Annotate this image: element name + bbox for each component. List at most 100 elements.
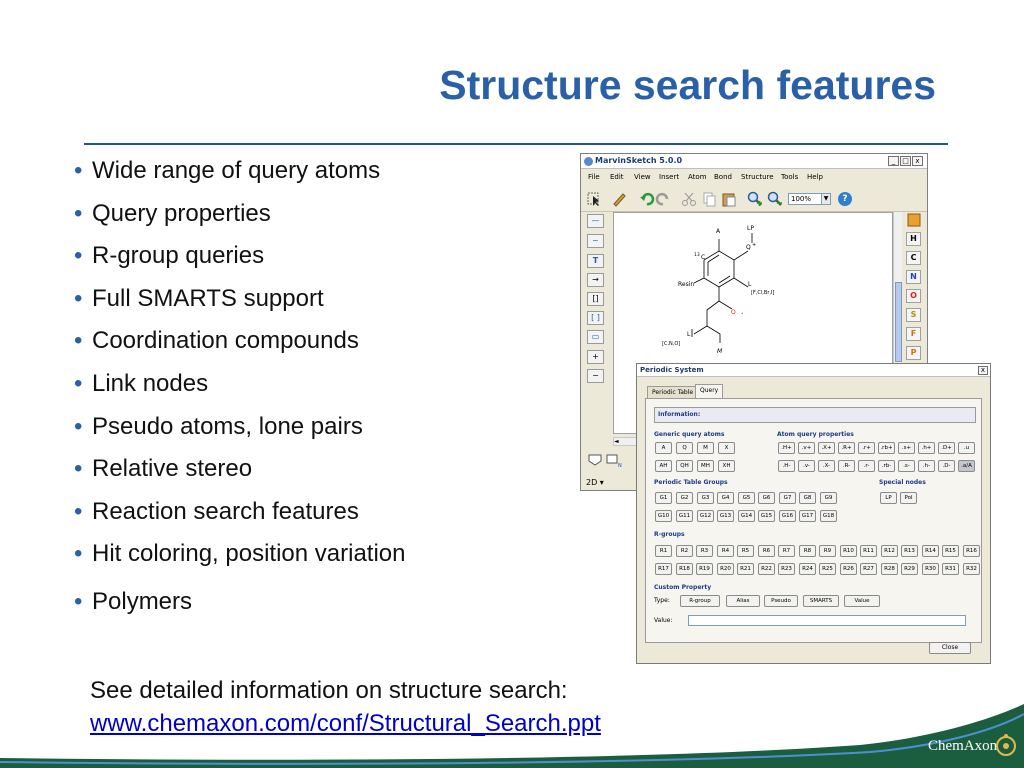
element-o-button[interactable]: O bbox=[906, 289, 921, 303]
group-button[interactable]: G9 bbox=[820, 492, 837, 504]
rectangle-tool[interactable]: ▭ bbox=[587, 330, 604, 344]
r-group-button[interactable]: R24 bbox=[799, 563, 816, 575]
reaction-arrow-tool[interactable]: → bbox=[587, 273, 604, 287]
atom-query-prop-button[interactable]: .H- bbox=[778, 460, 795, 472]
r-group-button[interactable]: R21 bbox=[737, 563, 754, 575]
element-h-button[interactable]: H bbox=[906, 232, 921, 246]
atom-query-prop-button[interactable]: .rb+ bbox=[878, 442, 895, 454]
element-s-button[interactable]: S bbox=[906, 308, 921, 322]
r-group-button[interactable]: R7 bbox=[778, 545, 795, 557]
type-alias-button[interactable]: Alias bbox=[726, 595, 760, 607]
tab-query[interactable]: Query bbox=[695, 384, 724, 399]
r-group-button[interactable]: R29 bbox=[901, 563, 918, 575]
r-group-button[interactable]: R8 bbox=[799, 545, 816, 557]
group-button[interactable]: G1 bbox=[655, 492, 672, 504]
atom-query-prop-button[interactable]: .D+ bbox=[938, 442, 955, 454]
zoom-out-icon[interactable] bbox=[767, 191, 783, 207]
r-group-button[interactable]: R20 bbox=[717, 563, 734, 575]
structural-search-link[interactable]: www.chemaxon.com/conf/Structural_Search.… bbox=[90, 710, 601, 737]
atom-query-prop-button[interactable]: .h+ bbox=[918, 442, 935, 454]
atom-query-prop-button[interactable]: .R- bbox=[838, 460, 855, 472]
group-button[interactable]: G12 bbox=[697, 510, 714, 522]
query-atom-mh-button[interactable]: MH bbox=[697, 460, 714, 472]
r-group-button[interactable]: R19 bbox=[696, 563, 713, 575]
vertical-scrollbar[interactable] bbox=[893, 212, 902, 434]
menu-file[interactable]: File bbox=[588, 173, 600, 181]
atom-query-prop-button[interactable]: .X- bbox=[818, 460, 835, 472]
zoom-dropdown-arrow[interactable]: ▼ bbox=[821, 193, 831, 205]
template-shapes-icon[interactable]: N bbox=[587, 452, 637, 468]
atom-query-prop-button[interactable]: .D- bbox=[938, 460, 955, 472]
r-group-button[interactable]: R28 bbox=[881, 563, 898, 575]
type-pseudo-button[interactable]: Pseudo bbox=[764, 595, 798, 607]
element-p-button[interactable]: P bbox=[906, 346, 921, 360]
r-group-button[interactable]: R13 bbox=[901, 545, 918, 557]
menu-view[interactable]: View bbox=[634, 173, 651, 181]
type-r-group-button[interactable]: R-group bbox=[680, 595, 720, 607]
periodic-table-icon[interactable] bbox=[906, 212, 922, 228]
copy-icon[interactable] bbox=[701, 191, 717, 207]
group-button[interactable]: G4 bbox=[717, 492, 734, 504]
atom-query-prop-button-selected[interactable]: .a/A bbox=[958, 460, 975, 472]
atom-query-prop-button[interactable]: .v+ bbox=[798, 442, 815, 454]
element-f-button[interactable]: F bbox=[906, 327, 921, 341]
atom-query-prop-button[interactable]: .H+ bbox=[778, 442, 795, 454]
group-button[interactable]: G14 bbox=[738, 510, 755, 522]
r-group-button[interactable]: R4 bbox=[717, 545, 734, 557]
r-group-button[interactable]: R25 bbox=[819, 563, 836, 575]
r-group-button[interactable]: R27 bbox=[860, 563, 877, 575]
type-value-button[interactable]: Value bbox=[844, 595, 880, 607]
r-group-button[interactable]: R17 bbox=[655, 563, 672, 575]
atom-query-prop-button[interactable]: .R+ bbox=[838, 442, 855, 454]
query-atom-m-button[interactable]: M bbox=[697, 442, 714, 454]
maximize-button[interactable]: □ bbox=[900, 156, 911, 166]
type-smarts-button[interactable]: SMARTS bbox=[803, 595, 839, 607]
element-c-button[interactable]: C bbox=[906, 251, 921, 265]
atom-query-prop-button[interactable]: .v- bbox=[798, 460, 815, 472]
value-input[interactable] bbox=[688, 615, 966, 626]
r-group-button[interactable]: R16 bbox=[963, 545, 980, 557]
group-button[interactable]: G13 bbox=[717, 510, 734, 522]
r-group-button[interactable]: R14 bbox=[922, 545, 939, 557]
zoom-field[interactable]: 100% bbox=[788, 193, 822, 205]
query-atom-q-button[interactable]: Q bbox=[676, 442, 693, 454]
close-window-button[interactable]: x bbox=[912, 156, 923, 166]
atom-query-prop-button[interactable]: .X+ bbox=[818, 442, 835, 454]
menu-atom[interactable]: Atom bbox=[688, 173, 707, 181]
atom-query-prop-button[interactable]: .r- bbox=[858, 460, 875, 472]
r-group-button[interactable]: R1 bbox=[655, 545, 672, 557]
paste-icon[interactable] bbox=[721, 191, 737, 207]
menu-help[interactable]: Help bbox=[807, 173, 823, 181]
r-group-button[interactable]: R22 bbox=[758, 563, 775, 575]
menu-edit[interactable]: Edit bbox=[610, 173, 624, 181]
atom-query-prop-button[interactable]: .s- bbox=[898, 460, 915, 472]
group-button[interactable]: G17 bbox=[799, 510, 816, 522]
r-group-button[interactable]: R26 bbox=[840, 563, 857, 575]
r-group-button[interactable]: R5 bbox=[737, 545, 754, 557]
group-button[interactable]: G10 bbox=[655, 510, 672, 522]
sgroup-bracket-tool[interactable]: [] bbox=[587, 292, 604, 306]
chain-tool[interactable]: ~ bbox=[587, 234, 604, 248]
minimize-button[interactable]: _ bbox=[888, 156, 899, 166]
atom-query-prop-button[interactable]: .r+ bbox=[858, 442, 875, 454]
r-group-button[interactable]: R11 bbox=[860, 545, 877, 557]
undo-icon[interactable] bbox=[639, 191, 655, 207]
query-atom-a-button[interactable]: A bbox=[655, 442, 672, 454]
group-button[interactable]: G3 bbox=[697, 492, 714, 504]
group-button[interactable]: G6 bbox=[758, 492, 775, 504]
group-button[interactable]: G8 bbox=[799, 492, 816, 504]
charge-minus-tool[interactable]: − bbox=[587, 369, 604, 383]
atom-query-prop-button[interactable]: .s+ bbox=[898, 442, 915, 454]
dialog-close-icon[interactable]: x bbox=[978, 366, 988, 375]
menu-bond[interactable]: Bond bbox=[714, 173, 732, 181]
close-button[interactable]: Close bbox=[929, 642, 971, 654]
menu-structure[interactable]: Structure bbox=[741, 173, 774, 181]
query-atom-xh-button[interactable]: XH bbox=[718, 460, 735, 472]
zoom-in-icon[interactable] bbox=[747, 191, 763, 207]
special-node-lp-button[interactable]: LP bbox=[880, 492, 897, 504]
r-group-button[interactable]: R30 bbox=[922, 563, 939, 575]
r-group-button[interactable]: R31 bbox=[942, 563, 959, 575]
query-atom-qh-button[interactable]: QH bbox=[676, 460, 693, 472]
r-group-button[interactable]: R12 bbox=[881, 545, 898, 557]
menu-insert[interactable]: Insert bbox=[659, 173, 680, 181]
